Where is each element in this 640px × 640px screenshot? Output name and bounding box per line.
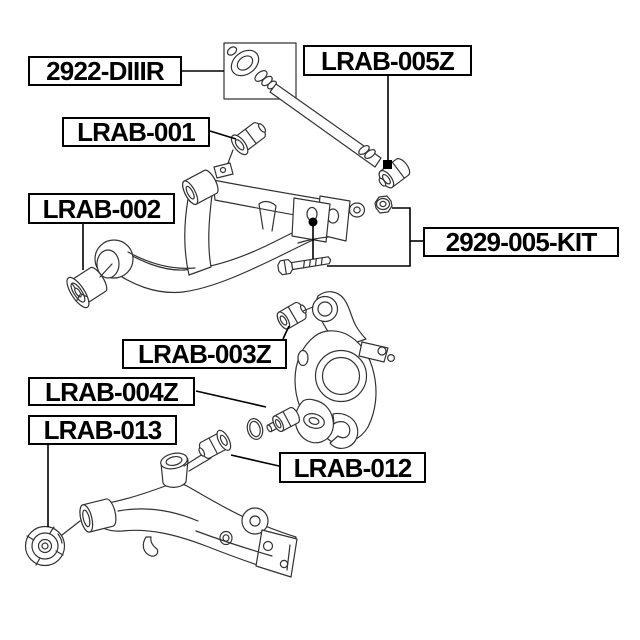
lower-control-arm-drawing bbox=[79, 452, 298, 578]
inner-cv-joint-drawing bbox=[223, 42, 297, 100]
part-label-2929-005-kit: 2929-005-KIT bbox=[423, 227, 619, 257]
lrab-005z-bushing-drawing bbox=[378, 158, 411, 189]
upper-control-arm-drawing bbox=[94, 162, 351, 294]
kit-nut-drawing bbox=[374, 195, 393, 214]
kit-washer-drawing bbox=[348, 202, 366, 218]
lrab-012-bushing-drawing bbox=[183, 429, 232, 472]
lrab-003z-bushing-drawing bbox=[276, 301, 307, 330]
part-label-lrab-002: LRAB-002 bbox=[28, 193, 175, 224]
part-label-lrab-012: LRAB-012 bbox=[279, 452, 426, 483]
part-label-lrab-001: LRAB-001 bbox=[62, 117, 210, 147]
label-pointer-lines bbox=[47, 70, 423, 527]
lrab-004z-bushing-drawing bbox=[246, 406, 300, 440]
part-label-lrab-004z: LRAB-004Z bbox=[28, 377, 195, 406]
part-label-2922-diiir: 2922-DIIIR bbox=[28, 56, 182, 86]
knuckle-drawing bbox=[294, 291, 396, 449]
link-rod-drawing bbox=[269, 83, 382, 168]
lrab-002-bushing-drawing bbox=[66, 263, 113, 309]
part-label-lrab-003z: LRAB-003Z bbox=[122, 339, 287, 369]
lrab-001-bushing-drawing bbox=[230, 122, 267, 156]
kit-bolt-drawing bbox=[277, 256, 332, 276]
part-label-lrab-005z: LRAB-005Z bbox=[303, 45, 472, 76]
part-label-lrab-013: LRAB-013 bbox=[28, 415, 177, 445]
lrab-013-bushing-drawing bbox=[24, 525, 66, 567]
